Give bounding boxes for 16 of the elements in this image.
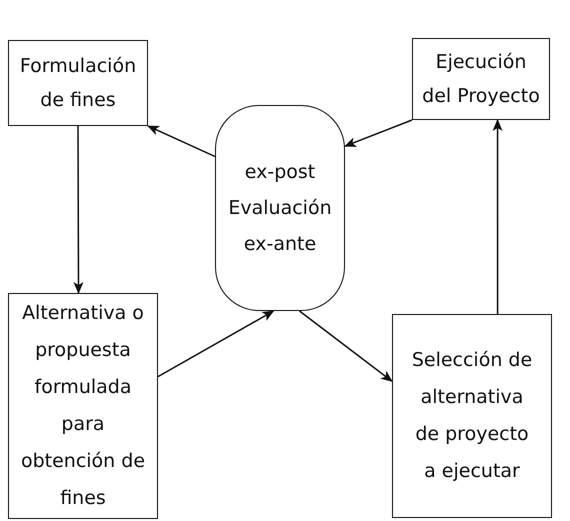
- process-box: [8, 293, 158, 519]
- arrow: [73, 126, 84, 294]
- node-text: Formulación de fines: [18, 54, 138, 113]
- rounded-box: [215, 105, 345, 311]
- arrow: [158, 310, 274, 378]
- node-text: ex-post Evaluación ex-ante: [228, 160, 332, 257]
- node-text: Ejecución del Proyecto: [421, 50, 541, 109]
- process-box: [8, 40, 148, 126]
- node-text: Alternativa o propuesta formulada para obtención de fines: [20, 301, 146, 511]
- node-text: Selección de alternativa de proyecto a ejecutar: [410, 348, 534, 484]
- arrow: [147, 125, 216, 158]
- process-box: [392, 314, 552, 518]
- arrow: [344, 119, 412, 147]
- process-box: [412, 38, 550, 120]
- arrow: [299, 310, 393, 382]
- arrow: [492, 119, 503, 314]
